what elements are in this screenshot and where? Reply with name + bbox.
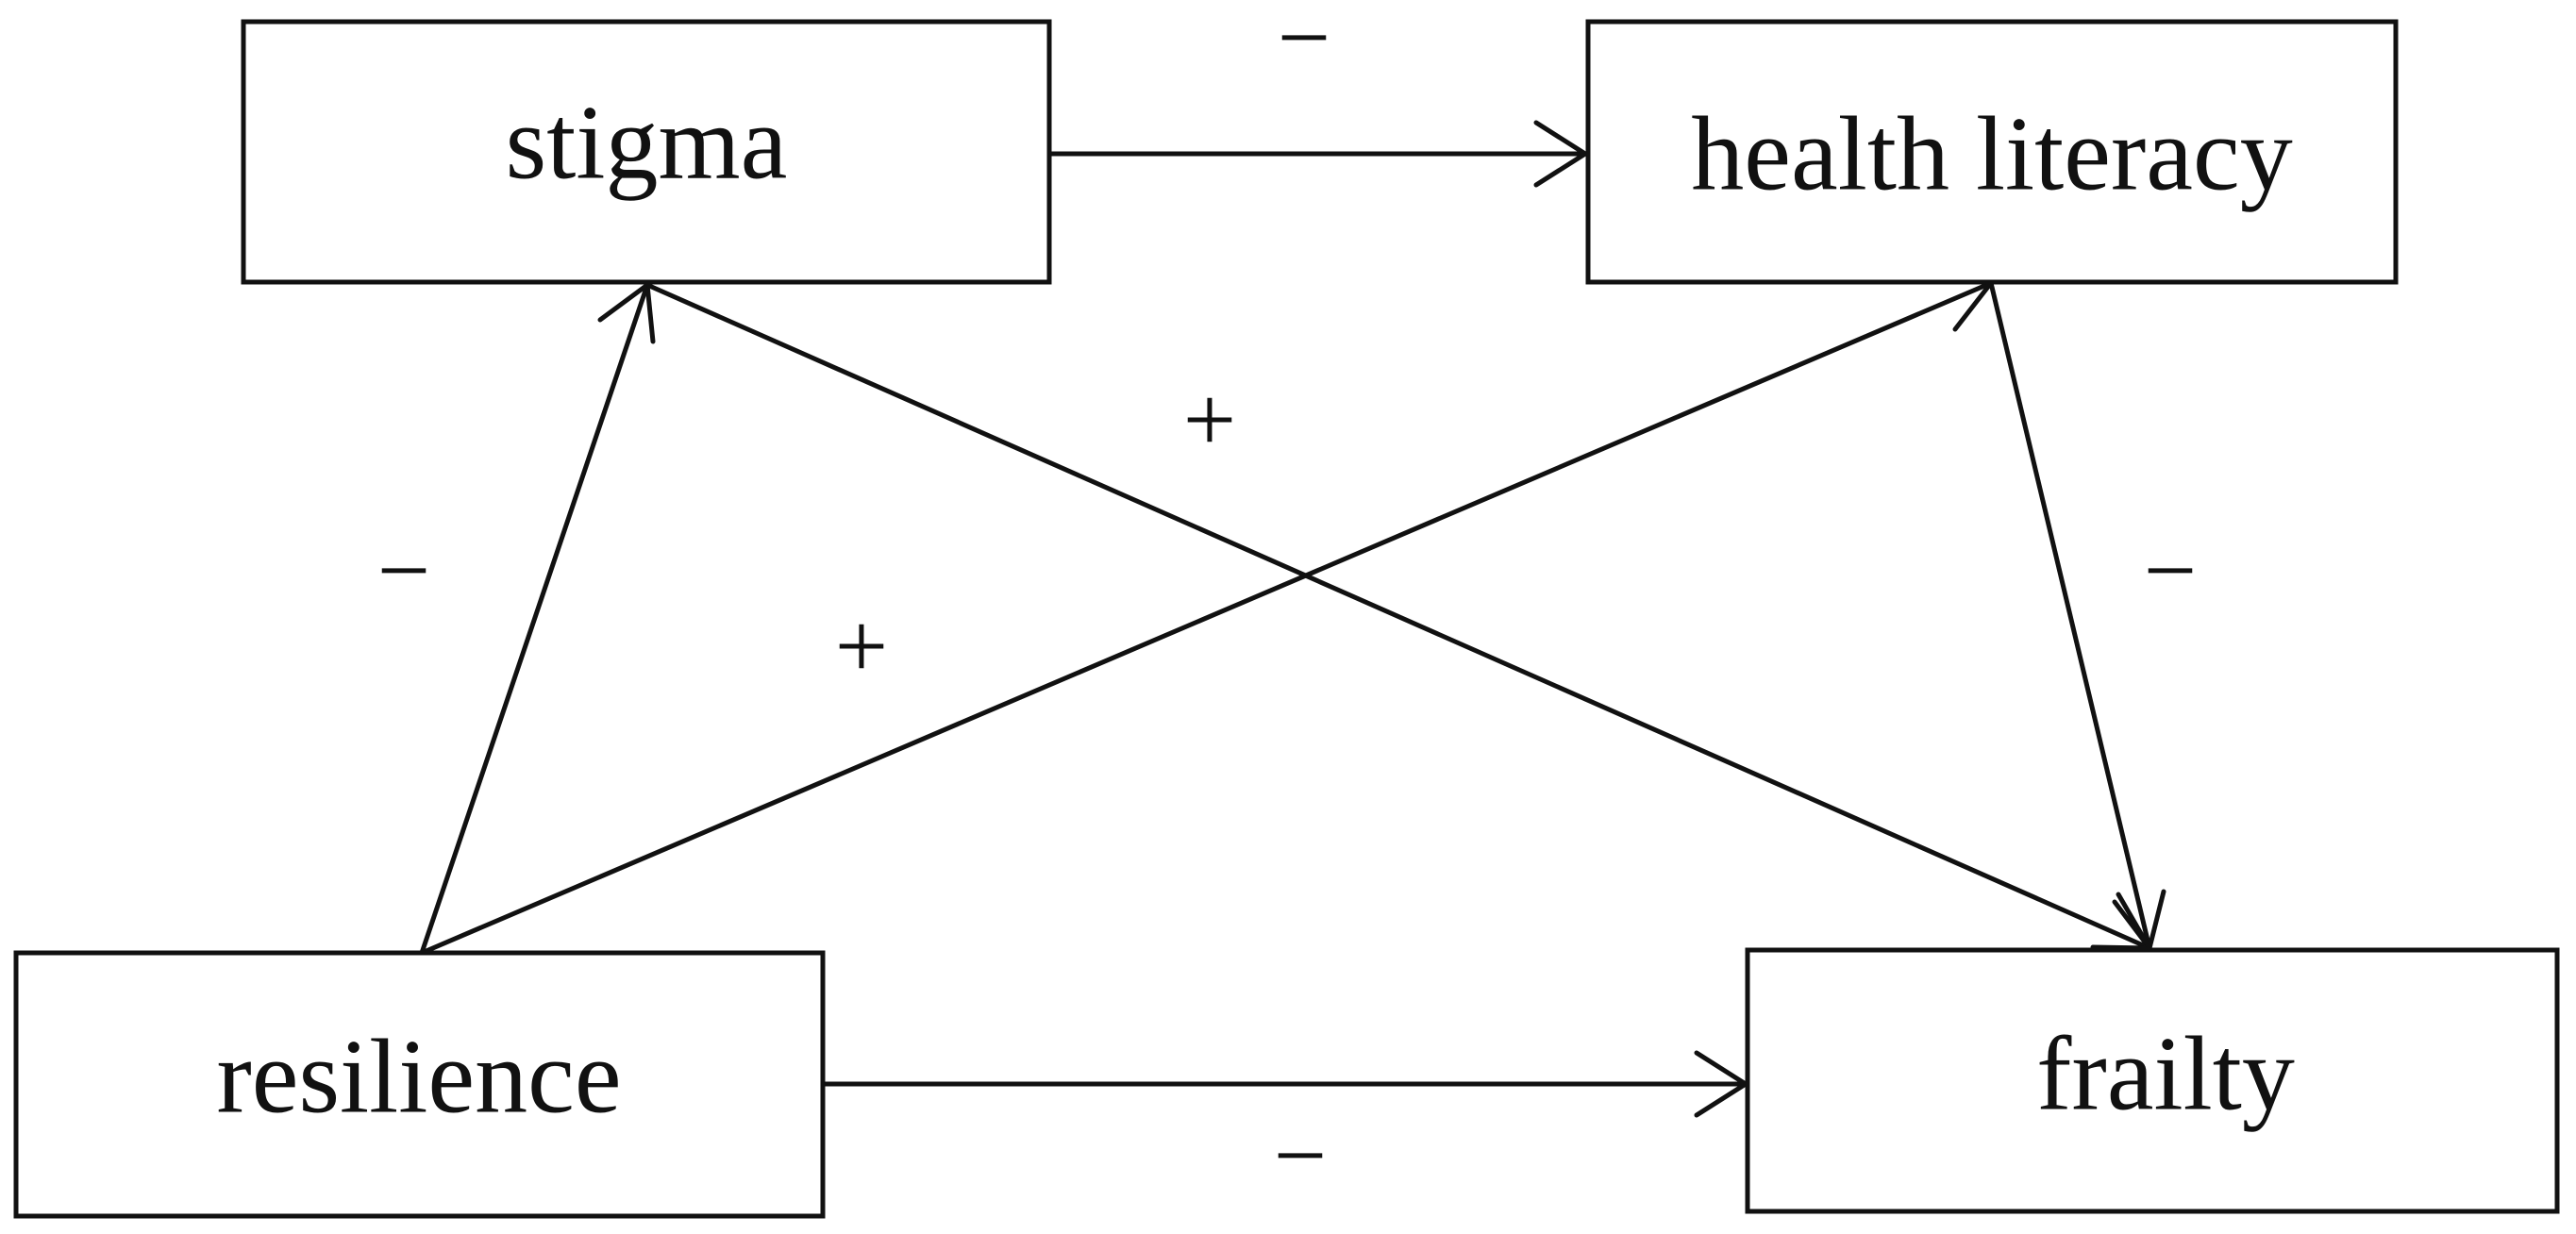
node-frailty: frailty [1745,947,2560,1214]
sign-resilience-health-literacy: + [835,593,888,698]
sign-resilience-stigma: − [377,518,430,623]
edge-resilience-to-stigma [419,282,656,954]
node-resilience: resilience [13,950,826,1219]
node-label-stigma: stigma [506,85,788,202]
node-label-health-literacy: health literacy [1691,96,2292,213]
sign-labels: − − + + − − [377,0,2197,1208]
edge-stigma-to-health-literacy [1049,120,1588,188]
node-label-frailty: frailty [2036,1016,2295,1133]
node-label-resilience: resilience [216,1019,621,1136]
sign-health-literacy-frailty: − [2144,518,2197,623]
node-health-literacy: health literacy [1585,19,2399,285]
sign-stigma-frailty: + [1183,367,1236,472]
node-stigma: stigma [241,19,1052,285]
edge-health-literacy-to-frailty [1988,282,2166,951]
sign-stigma-health-literacy: − [1278,0,1330,90]
sign-resilience-frailty: − [1274,1103,1327,1208]
